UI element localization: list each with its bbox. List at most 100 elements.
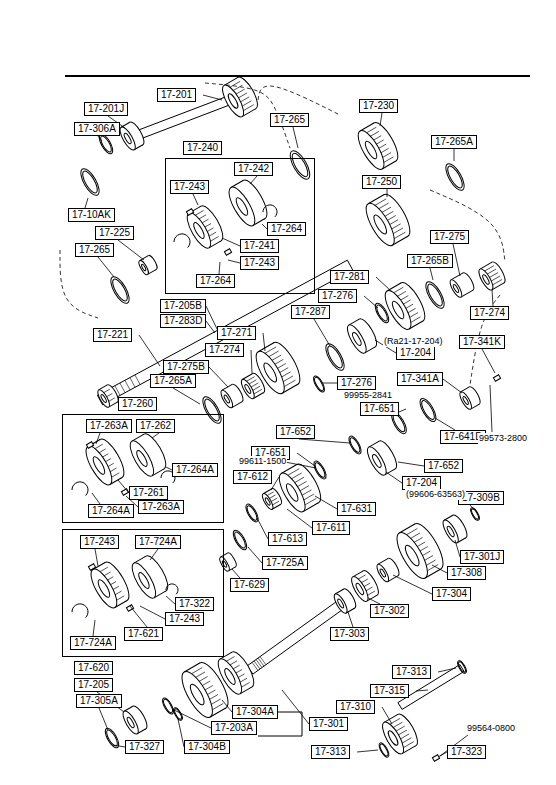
leader-line <box>113 745 125 747</box>
callout-number: 17-621 <box>128 628 159 639</box>
leader-line <box>492 289 493 306</box>
needle-bearing-face <box>476 267 495 292</box>
callout-box: 17-271 <box>217 326 256 340</box>
leader-line <box>482 349 495 373</box>
synchro-ring <box>442 161 467 193</box>
counter-gear-bore <box>355 582 365 595</box>
reverse-idler-gear <box>379 711 422 756</box>
bushing <box>375 557 401 584</box>
callout-box: 17-304A <box>232 705 278 719</box>
counter-gear-face <box>214 656 246 698</box>
leader-line <box>150 549 158 560</box>
callout-number: 17-301J <box>464 551 500 562</box>
callout-number: 17-221 <box>97 329 128 340</box>
leader-line <box>219 262 220 274</box>
needle-bearing-bore <box>482 274 491 285</box>
callout-box: 17-264 <box>196 274 235 288</box>
countershaft-spline <box>258 658 264 666</box>
callout-box: 17-275 <box>430 230 469 244</box>
leader-line <box>250 176 257 184</box>
callout-box: 17-283D <box>160 314 206 328</box>
callout-box: 17-201 <box>157 88 196 102</box>
leader-line <box>282 690 309 724</box>
callout-number: 17-271 <box>221 327 252 338</box>
callout-number: 17-263A <box>90 420 128 431</box>
part-number-note: 99564-0800 <box>466 723 516 734</box>
first-gear <box>380 279 429 333</box>
leader-line <box>386 472 402 483</box>
callout-box: 17-10AK <box>68 208 115 222</box>
leader-line <box>139 335 160 366</box>
callout-number: 17-301 <box>313 718 344 729</box>
synchro-ring-inner <box>289 151 310 179</box>
leader-line <box>209 367 228 387</box>
input-gear-face <box>219 82 248 119</box>
leader-line <box>454 149 455 161</box>
callout-number: 17-201J <box>88 103 124 114</box>
snap-ring-outer <box>231 528 250 551</box>
bushing-edge <box>461 290 473 297</box>
callout-box: 17-263A <box>138 500 184 514</box>
leader-line <box>166 596 175 604</box>
bearing-face <box>120 709 141 736</box>
leader-line <box>251 350 252 373</box>
bearing-edge <box>369 441 379 447</box>
leader-line <box>438 668 456 672</box>
callout-number: 17-265B <box>411 255 449 266</box>
clutch-hub-face <box>183 210 215 252</box>
synchro-ring-inner <box>202 397 222 423</box>
callout-box: 17-725A <box>262 556 308 570</box>
callout-number: 17-651 <box>364 403 395 414</box>
leader-line <box>263 333 265 351</box>
leader-line <box>299 439 350 443</box>
thrust-washer-outer <box>456 660 468 675</box>
callout-number: 17-276 <box>322 290 353 301</box>
leader-line <box>130 606 147 627</box>
snap-ring <box>322 341 347 373</box>
bearing-bore <box>337 598 345 608</box>
callout-box: 17-276 <box>318 289 357 303</box>
callout-number: 17-612 <box>237 471 268 482</box>
main-shaft-pilot-face <box>96 388 112 409</box>
callout-number: 17-313 <box>396 666 427 677</box>
callout-box: 17-262 <box>136 419 175 433</box>
main-shaft-spline <box>130 378 135 388</box>
callout-number: 17-274 <box>474 307 505 318</box>
countershaft-spline <box>256 659 262 667</box>
synchro-ring-inner <box>445 164 465 190</box>
washer-inner <box>470 508 479 520</box>
reverse-idler-gear-face <box>379 719 408 756</box>
needle-bearing-edge <box>272 504 281 509</box>
callout-box: 17-287 <box>291 305 330 319</box>
needle-bearing-edge <box>263 489 272 494</box>
counter-gear-bore <box>223 667 237 686</box>
callout-number: 17-310 <box>340 701 371 712</box>
synchro-ring-outer <box>286 148 313 182</box>
shift-key <box>88 564 95 570</box>
synchro-spring <box>72 482 88 496</box>
leader-line <box>85 198 88 208</box>
callout-number: 17-274 <box>209 344 240 355</box>
callout-number: 17-205B <box>164 300 202 311</box>
clutch-sleeve-face <box>126 438 158 480</box>
second-gear-face <box>361 200 400 250</box>
leader-line <box>470 505 474 510</box>
callout-number: 17-309B <box>462 492 500 503</box>
leader-line <box>232 569 240 578</box>
callout-number: 17-281 <box>334 271 365 282</box>
main-shaft-pilot <box>96 383 121 409</box>
callout-box: 17-301 <box>309 717 348 731</box>
synchro-ring-inner <box>245 504 258 521</box>
callout-box: 17-204 <box>402 476 441 490</box>
clutch-sleeve-bore <box>234 196 250 217</box>
callout-box: 17-230 <box>359 99 398 113</box>
second-gear-edge <box>368 195 384 204</box>
clutch-hub <box>81 436 128 489</box>
needle-bearing <box>260 487 283 511</box>
callout-box: 17-203A <box>211 721 257 735</box>
countershaft-spline <box>252 662 258 670</box>
key <box>432 755 439 761</box>
ball-bearing-face <box>458 390 474 411</box>
callout-box: 17-243 <box>170 180 209 194</box>
callout-number: 17-341K <box>463 336 501 347</box>
